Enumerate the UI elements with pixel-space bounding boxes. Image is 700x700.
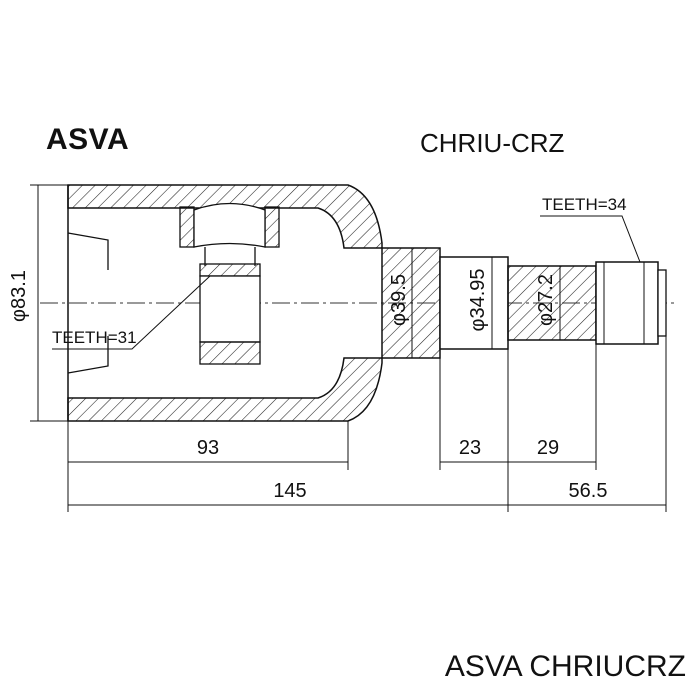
dia-housing-label: φ83.1 [8,270,30,322]
teeth-inner-leader [52,275,211,350]
teeth-outer-leader [540,215,641,263]
dia-seat-label: φ34.95 [467,268,489,331]
len-housing-label: 93 [197,437,219,459]
neck-section [381,247,441,359]
housing-mouth-lower [67,336,109,374]
end-stub [595,261,659,345]
part-number-label: CHRIU-CRZ [420,128,565,158]
dia-neck-label: φ39.5 [388,274,410,326]
dia-spline-label: φ27.2 [535,274,557,326]
tripod-roller [179,202,280,365]
footer-caption: ASVA CHRIUCRZ [444,650,686,683]
housing-mouth [67,232,109,270]
teeth-outer-label: TEETH=34 [542,195,627,214]
len-spline-label: 29 [537,437,559,459]
len-stub-label: 56.5 [569,480,608,502]
teeth-inner-label: TEETH=31 [52,328,137,347]
housing-wall-bottom [67,357,383,422]
brand-label: ASVA [46,123,130,156]
len-total-label: 145 [273,480,306,502]
len-neck-label: 23 [459,437,481,459]
